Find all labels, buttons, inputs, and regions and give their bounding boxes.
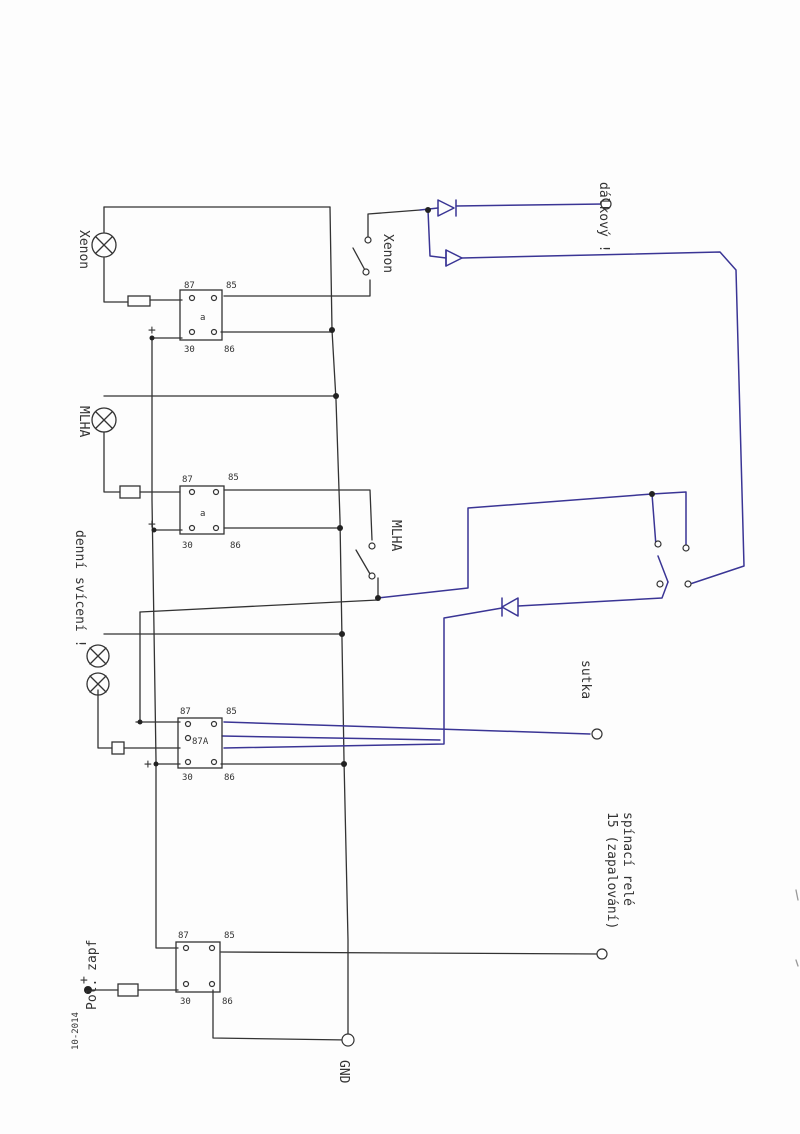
- diode-lower: [501, 597, 519, 617]
- blue-wires: [221, 203, 745, 749]
- label-ignition-line1: 15 (zapalování): [604, 812, 619, 929]
- relay-pin-86: 86: [230, 541, 241, 551]
- label-plus: +: [148, 517, 156, 532]
- relay-pin-86: 86: [222, 997, 233, 1007]
- relay-pin-85: 85: [226, 281, 237, 291]
- relay-denni: 87 85 87A 30 86: [177, 707, 237, 783]
- terminal-dalkovy: [600, 198, 612, 210]
- diode-top: [437, 199, 457, 217]
- label-plus: +: [144, 757, 152, 772]
- fuse-xenon: [127, 295, 151, 307]
- pencil-wires: [89, 206, 601, 1041]
- relay-pin-87: 87: [184, 281, 195, 291]
- diode-middle: [445, 249, 463, 267]
- label-gnd: GND: [336, 1060, 351, 1084]
- relay-pin-86: 86: [224, 345, 235, 355]
- relay-pin-87a: 87A: [192, 737, 209, 747]
- relay-pin-85: 85: [228, 473, 239, 483]
- switch-high-contact: [684, 580, 692, 588]
- relay-xenon: 87 85 30 86 a: [179, 281, 237, 355]
- label-pol: Pol. zapf: [85, 940, 100, 1010]
- label-denni: denní svícení !: [72, 530, 87, 647]
- junction-dots: [137, 207, 655, 767]
- lamp-xenon-icon: [91, 232, 117, 258]
- switch-mlha-contact: [368, 542, 376, 550]
- relay-pin-30: 30: [182, 541, 193, 551]
- fuse-mlha: [119, 485, 141, 499]
- label-mlha-lamp: MLHA: [76, 406, 91, 437]
- label-sutka: sutka: [578, 660, 593, 699]
- label-dalkovy: dálkový !: [596, 182, 611, 252]
- lamp-mlha-icon: [91, 407, 117, 433]
- switch-mlha-contact: [368, 572, 376, 580]
- terminal-ignition: [596, 948, 608, 960]
- terminal-sutka: [591, 728, 603, 740]
- relay-pin-30: 30: [182, 773, 193, 783]
- relay-pin-85: 85: [226, 707, 237, 717]
- switch-xenon-contact: [364, 236, 372, 244]
- label-xenon-lamp: Xenon: [76, 230, 91, 269]
- relay-pin-85: 85: [224, 931, 235, 941]
- label-plus: +: [148, 323, 156, 338]
- label-date: 10-2014: [71, 1012, 81, 1050]
- label-plus: +: [80, 973, 88, 988]
- switch-xenon-contact: [362, 268, 370, 276]
- relay-pin-30: 30: [180, 997, 191, 1007]
- relay-mlha: 87 85 30 86 a: [179, 473, 241, 551]
- switch-high-contact: [682, 544, 690, 552]
- fuse-denni: [111, 741, 125, 755]
- relay-type: a: [200, 313, 205, 323]
- label-ignition-line2: spínací relé: [620, 812, 635, 906]
- lamp-denni-icon: [86, 644, 110, 696]
- relay-type: a: [200, 509, 205, 519]
- fuse-main: [117, 983, 139, 997]
- relay-ignition: 87 85 30 86: [175, 931, 235, 1007]
- relay-pin-86: 86: [224, 773, 235, 783]
- relay-pin-30: 30: [184, 345, 195, 355]
- relay-pin-87: 87: [182, 475, 193, 485]
- relay-pin-87: 87: [180, 707, 191, 717]
- relay-pin-87: 87: [178, 931, 189, 941]
- label-mlha-switch: MLHA: [388, 520, 403, 551]
- switch-high-contact: [654, 540, 662, 548]
- terminal-gnd: [341, 1033, 355, 1047]
- switch-high-contact: [656, 580, 664, 588]
- label-xenon-switch: Xenon: [380, 234, 395, 273]
- terminal-plus: [84, 986, 92, 994]
